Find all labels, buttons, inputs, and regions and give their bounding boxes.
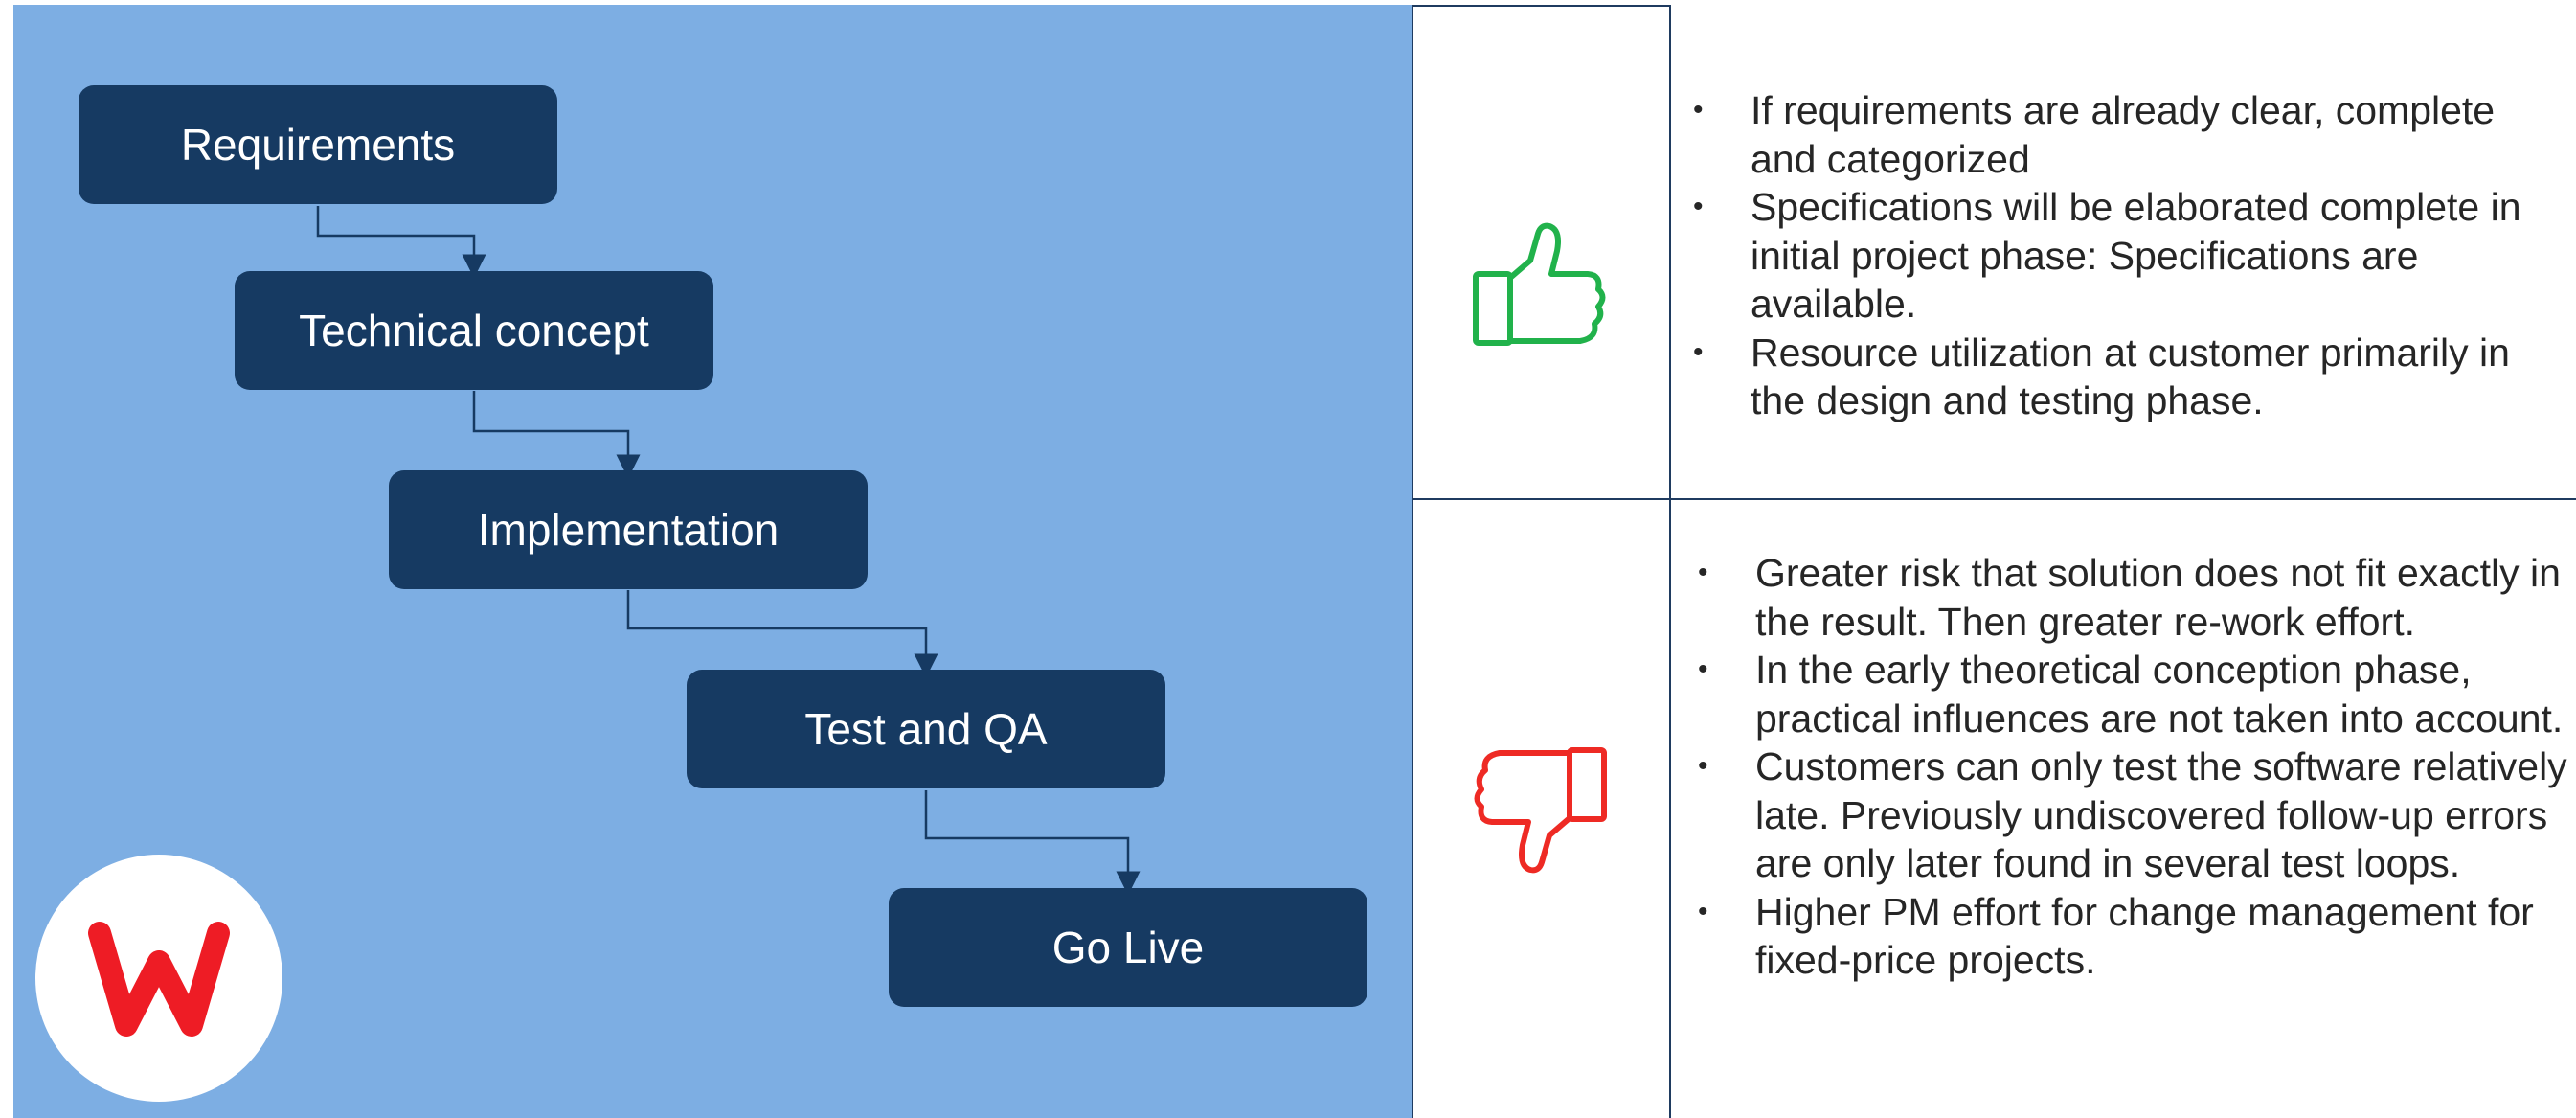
pros-item: • Specifications will be elaborated compl… <box>1693 183 2565 329</box>
pros-item: • Resource utilization at customer primar… <box>1693 329 2565 425</box>
pros-item-text: If requirements are already clear, compl… <box>1751 88 2496 181</box>
step-label: Test and QA <box>804 704 1048 754</box>
step-label: Requirements <box>180 120 456 170</box>
step-implementation: Implementation <box>389 470 868 589</box>
step-test-and-qa: Test and QA <box>687 670 1165 788</box>
bullet-dot: • <box>1698 557 1708 588</box>
thumbs-up-icon <box>1471 220 1611 355</box>
thumbs-down-icon <box>1471 745 1611 880</box>
company-logo <box>35 855 282 1102</box>
bullet-dot: • <box>1698 653 1708 685</box>
bullet-dot: • <box>1693 191 1704 222</box>
step-label: Implementation <box>477 505 780 555</box>
step-label: Go Live <box>1051 923 1205 972</box>
cons-item-text: Greater risk that solution does not fit … <box>1755 551 2561 644</box>
cons-item: • In the early theoretical conception pha… <box>1698 646 2569 742</box>
cons-item-text: Customers can only test the software rel… <box>1755 744 2567 885</box>
pros-item-text: Specifications will be elaborated comple… <box>1751 185 2521 326</box>
cons-item: • Greater risk that solution does not fit… <box>1698 549 2569 646</box>
table-row-divider <box>1412 498 2576 500</box>
cons-item-text: Higher PM effort for change management f… <box>1755 889 2534 983</box>
pros-item-text: Resource utilization at customer primari… <box>1751 330 2510 423</box>
pros-item: • If requirements are already clear, comp… <box>1693 86 2565 183</box>
bullet-dot: • <box>1693 94 1704 125</box>
cons-list: • Greater risk that solution does not fit… <box>1698 549 2569 985</box>
bullet-dot: • <box>1698 750 1708 782</box>
step-technical-concept: Technical concept <box>235 271 713 390</box>
bullet-dot: • <box>1698 895 1708 927</box>
bullet-dot: • <box>1693 335 1704 368</box>
step-label: Technical concept <box>299 306 649 355</box>
w-logo-icon <box>88 922 230 1037</box>
pros-list: • If requirements are already clear, comp… <box>1693 86 2565 425</box>
cons-item: • Customers can only test the software re… <box>1698 742 2569 888</box>
cons-item-text: In the early theoretical conception phas… <box>1755 648 2564 741</box>
step-requirements: Requirements <box>79 85 557 204</box>
table-border-left <box>1412 5 1413 1118</box>
table-border-middle <box>1669 5 1671 1118</box>
step-go-live: Go Live <box>889 888 1367 1007</box>
table-border-top <box>1412 5 1671 7</box>
cons-item: • Higher PM effort for change management … <box>1698 888 2569 985</box>
